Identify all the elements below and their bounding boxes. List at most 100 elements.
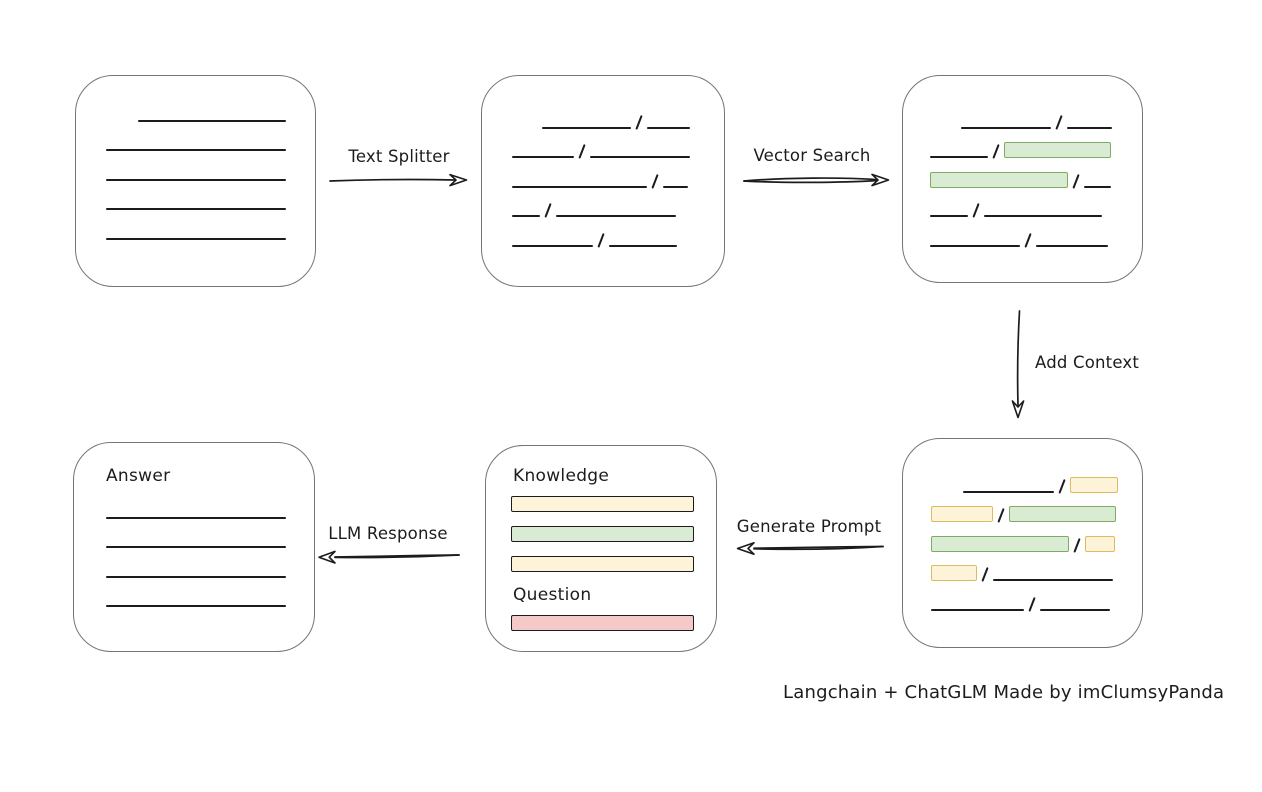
question-label: Question: [513, 585, 592, 605]
prompt-box: Knowledge Question: [485, 445, 717, 652]
generate-prompt-label: Generate Prompt: [736, 517, 882, 536]
add-context-arrow: [1011, 310, 1025, 419]
segment-slash: [981, 567, 989, 582]
segment-slash: [635, 114, 643, 130]
segment-slash: [1028, 596, 1036, 612]
segment-line: [647, 126, 691, 129]
chunk-bar-green: [1004, 142, 1112, 158]
question-bar: [511, 615, 694, 631]
answer-box: Answer: [73, 442, 315, 652]
segment-line: [512, 215, 540, 217]
text-row: [512, 129, 724, 159]
segment-slash: [597, 232, 605, 248]
vector-search-label: Vector Search: [753, 146, 871, 165]
segment-line: [106, 605, 286, 607]
segment-line: [1036, 244, 1109, 247]
text-row: [106, 122, 315, 151]
segment-slash: [1072, 173, 1080, 189]
split-chunks-lines: [482, 76, 724, 248]
split-chunks-box: [481, 75, 725, 287]
segment-line: [930, 215, 968, 217]
llm-response-label: LLM Response: [328, 524, 448, 543]
segment-line: [106, 575, 286, 578]
segment-slash: [1073, 537, 1081, 553]
segment-slash: [1058, 478, 1066, 494]
chunk-bar-yellow: [931, 565, 977, 581]
text-row: [512, 217, 724, 248]
text-row: [930, 99, 1142, 130]
text-row: [930, 129, 1142, 159]
segment-slash: [544, 203, 552, 218]
text-row: [106, 519, 314, 548]
context-chunks-lines: [903, 439, 1142, 612]
answer-label: Answer: [106, 466, 171, 486]
segment-line: [984, 215, 1103, 217]
segment-line: [512, 185, 647, 188]
segment-slash: [578, 144, 586, 159]
segment-line: [542, 126, 631, 129]
segment-slash: [972, 203, 980, 218]
segment-gap: [930, 128, 961, 129]
segment-line: [512, 244, 593, 247]
text-row: [106, 181, 315, 210]
text-row: [930, 217, 1142, 248]
text-row: [512, 99, 724, 130]
segment-line: [931, 608, 1024, 611]
text-splitter-label: Text Splitter: [348, 147, 450, 166]
chunk-bar-green: [1009, 506, 1117, 522]
segment-line: [930, 156, 988, 158]
text-splitter-arrow: [329, 173, 468, 187]
document-lines: [76, 76, 315, 240]
knowledge-bars: [511, 496, 694, 572]
text-row: [512, 158, 724, 189]
text-row: [512, 188, 724, 218]
segment-line: [106, 208, 286, 210]
llm-response-arrow: [318, 550, 460, 564]
context-chunks-box: [902, 438, 1143, 648]
text-row: [106, 151, 315, 181]
segment-line: [106, 237, 286, 240]
vector-matches-lines: [903, 76, 1142, 248]
chunk-bar-yellow: [931, 506, 993, 522]
segment-line: [1067, 126, 1113, 129]
segment-gap: [512, 128, 542, 129]
segment-line: [1040, 608, 1111, 611]
knowledge-label: Knowledge: [513, 466, 610, 486]
segment-line: [1084, 185, 1112, 188]
text-row: [106, 548, 314, 578]
text-row: [106, 489, 314, 519]
segment-line: [106, 149, 286, 151]
segment-line: [106, 516, 286, 519]
chunk-bar-yellow: [1070, 476, 1119, 493]
text-row: [931, 493, 1142, 523]
text-row: [931, 581, 1142, 612]
segment-line: [930, 244, 1020, 247]
segment-line: [993, 579, 1114, 581]
chunk-bar-green: [930, 171, 1068, 188]
segment-line: [590, 156, 691, 158]
prompt-bar-yellow: [511, 556, 694, 572]
prompt-bar-green: [511, 526, 694, 542]
text-row: [930, 158, 1142, 189]
text-row: [106, 92, 315, 122]
add-context-label: Add Context: [1035, 353, 1140, 372]
text-row: [931, 522, 1142, 553]
segment-gap: [931, 492, 963, 493]
text-row: [106, 210, 315, 240]
segment-line: [106, 178, 286, 181]
segment-line: [663, 185, 689, 188]
segment-line: [609, 244, 678, 247]
segment-line: [138, 119, 286, 122]
segment-line: [963, 490, 1054, 493]
prompt-bar-red: [511, 615, 694, 631]
segment-line: [556, 215, 677, 217]
vector-matches-box: [902, 75, 1143, 283]
segment-line: [106, 546, 286, 548]
segment-gap: [106, 121, 138, 122]
vector-search-arrow: [743, 173, 890, 187]
segment-slash: [997, 508, 1005, 523]
prompt-bar-yellow: [511, 496, 694, 512]
document-box: [75, 75, 316, 287]
text-row: [106, 578, 314, 607]
